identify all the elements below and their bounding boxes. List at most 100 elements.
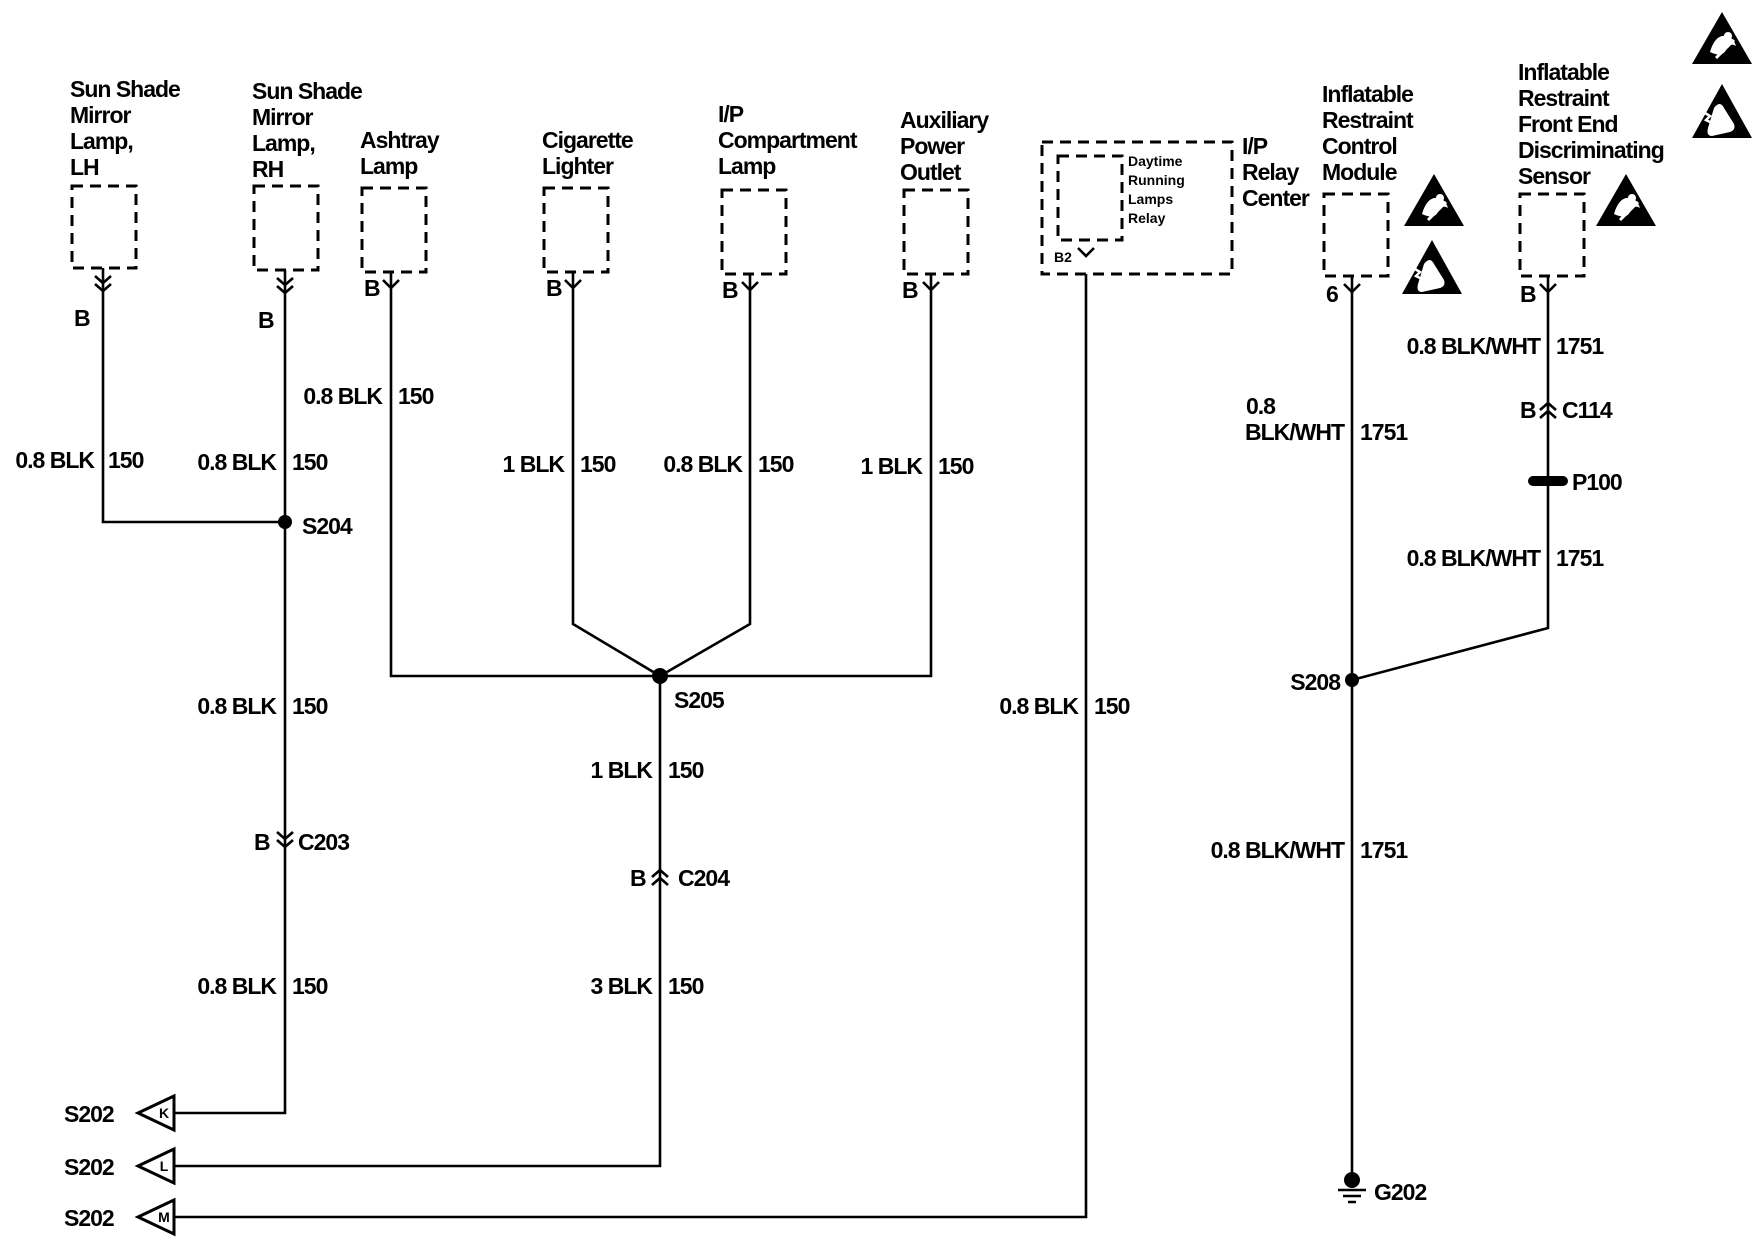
svg-text:3 BLK: 3 BLK [591, 973, 654, 999]
pin-symbols [94, 247, 1557, 886]
wire-rh [172, 270, 287, 1115]
svg-text:Restraint: Restraint [1322, 107, 1414, 133]
svg-text:S208: S208 [1290, 669, 1341, 695]
svg-text:B: B [546, 275, 562, 301]
s202-reference-m: S202 M [64, 1197, 176, 1237]
svg-text:C203: C203 [298, 829, 349, 855]
svg-text:0.8 BLK: 0.8 BLK [663, 451, 743, 477]
svg-text:1 BLK: 1 BLK [591, 757, 654, 783]
drl-relay-box [1056, 154, 1124, 242]
cigarette-name: Cigarette Lighter [542, 127, 634, 179]
irc-module-name: Inflatable Restraint Control Module [1322, 81, 1415, 185]
svg-text:B: B [722, 277, 738, 303]
svg-text:Sun Shade: Sun Shade [70, 76, 180, 102]
p100-grommet [1528, 476, 1568, 486]
svg-text:I/P: I/P [718, 101, 744, 127]
svg-text:Ashtray: Ashtray [360, 127, 440, 153]
irc-esd-icon [1400, 238, 1464, 296]
svg-text:C114: C114 [1562, 397, 1613, 423]
pin-labels: B B B B B B 6 B [74, 275, 1537, 333]
splice-s204-dot [278, 515, 292, 529]
svg-text:Cigarette: Cigarette [542, 127, 633, 153]
g202-ground-symbol [1338, 1172, 1366, 1204]
s202-reference-k: S202 K [64, 1093, 176, 1133]
svg-text:G202: G202 [1374, 1179, 1426, 1205]
svg-text:Lamps: Lamps [1128, 191, 1173, 207]
inflatable-restraint-warning-icon [1690, 10, 1754, 66]
svg-text:RH: RH [252, 156, 284, 182]
svg-text:0.8 BLK/WHT: 0.8 BLK/WHT [1407, 545, 1541, 571]
svg-text:150: 150 [398, 383, 434, 409]
svg-text:0.8 BLK: 0.8 BLK [197, 693, 277, 719]
wire-ip-compartment [659, 274, 752, 678]
svg-text:150: 150 [668, 973, 704, 999]
ip-compartment-box [720, 188, 788, 276]
svg-text:Sun Shade: Sun Shade [252, 78, 362, 104]
ashtray-box [360, 186, 428, 274]
svg-text:Mirror: Mirror [70, 102, 132, 128]
svg-text:Module: Module [1322, 159, 1397, 185]
svg-text:B: B [74, 305, 90, 331]
wire-aux [660, 274, 933, 678]
svg-text:6: 6 [1326, 281, 1338, 307]
svg-text:Relay: Relay [1242, 159, 1300, 185]
aux-power-box [902, 188, 970, 276]
svg-text:Relay: Relay [1128, 210, 1166, 226]
svg-text:C204: C204 [678, 865, 730, 891]
svg-text:BLK/WHT: BLK/WHT [1245, 419, 1345, 445]
svg-text:0.8 BLK: 0.8 BLK [999, 693, 1079, 719]
svg-text:S204: S204 [302, 513, 353, 539]
svg-text:B: B [1520, 281, 1536, 307]
svg-text:S202: S202 [64, 1205, 114, 1231]
ashtray-name: Ashtray Lamp [360, 127, 441, 179]
svg-text:B: B [254, 829, 270, 855]
wire-relay [172, 274, 1088, 1219]
svg-text:0.8 BLK/WHT: 0.8 BLK/WHT [1407, 333, 1541, 359]
svg-text:150: 150 [758, 451, 794, 477]
pin-label-relay: B2 [1054, 249, 1072, 265]
svg-text:LH: LH [70, 154, 99, 180]
ip-relay-center-name: I/P Relay Center [1242, 133, 1311, 211]
svg-text:B: B [902, 277, 918, 303]
sunshade-lh-name: Sun Shade Mirror Lamp, LH [70, 76, 181, 180]
svg-text:B: B [258, 307, 274, 333]
svg-text:L: L [160, 1158, 169, 1174]
svg-text:1751: 1751 [1556, 545, 1604, 571]
wire-cigarette [571, 272, 661, 678]
esd-sensitive-icon [1690, 82, 1754, 140]
svg-text:150: 150 [668, 757, 704, 783]
svg-text:S202: S202 [64, 1101, 114, 1127]
splice-s208-dot [1345, 673, 1359, 687]
svg-text:S202: S202 [64, 1154, 114, 1180]
svg-text:B: B [1520, 397, 1536, 423]
irc-warning-icon [1402, 172, 1466, 228]
svg-text:0.8 BLK: 0.8 BLK [15, 447, 95, 473]
svg-text:Lamp: Lamp [360, 153, 418, 179]
svg-text:150: 150 [1094, 693, 1130, 719]
cigarette-box [542, 186, 610, 274]
svg-text:150: 150 [292, 449, 328, 475]
sunshade-rh-box [252, 184, 320, 272]
svg-text:P100: P100 [1572, 469, 1622, 495]
svg-text:B: B [630, 865, 646, 891]
svg-text:0.8 BLK/WHT: 0.8 BLK/WHT [1211, 837, 1345, 863]
svg-text:Lamp,: Lamp, [70, 128, 133, 154]
svg-text:Inflatable: Inflatable [1518, 59, 1609, 85]
svg-text:0.8 BLK: 0.8 BLK [303, 383, 383, 409]
drl-relay-name: Daytime Running Lamps Relay [1128, 153, 1185, 226]
wire-ashtray [389, 272, 660, 678]
ip-compartment-name: I/P Compartment Lamp [718, 101, 859, 179]
svg-text:Lamp: Lamp [718, 153, 776, 179]
svg-text:1751: 1751 [1360, 419, 1408, 445]
svg-text:Power: Power [900, 133, 965, 159]
splice-s205-dot [652, 668, 668, 684]
connector-labels: B C203 B C204 B C114 P100 S204 S205 S208… [254, 397, 1623, 1205]
svg-text:Sensor: Sensor [1518, 163, 1591, 189]
svg-text:Center: Center [1242, 185, 1310, 211]
wire-labels: 0.8 BLK 150 0.8 BLK 150 0.8 BLK 150 1 BL… [15, 333, 1605, 999]
svg-text:Mirror: Mirror [252, 104, 314, 130]
ip-relay-center-box [1040, 140, 1234, 276]
svg-text:S205: S205 [674, 687, 725, 713]
svg-text:150: 150 [580, 451, 616, 477]
